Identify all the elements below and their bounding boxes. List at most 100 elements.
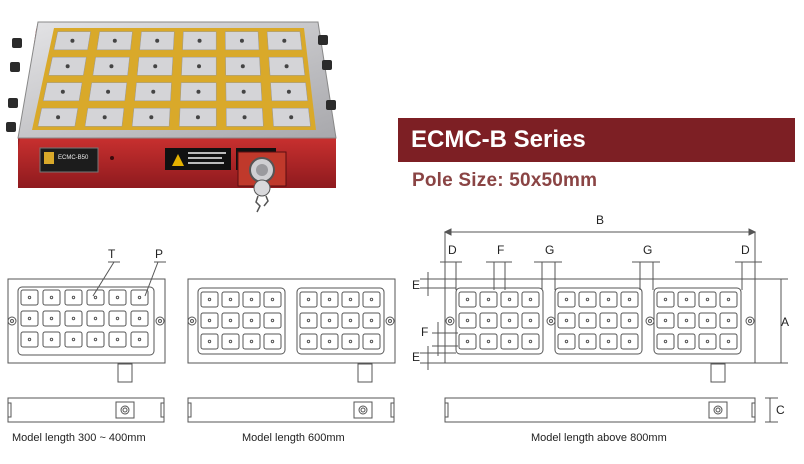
pole-hole [627, 297, 632, 302]
label-t: T [108, 247, 116, 261]
pole-hole [726, 297, 731, 302]
label-e-bottom: E [412, 350, 420, 364]
mounting-hole-center [158, 319, 162, 323]
pole-square [698, 333, 717, 350]
pole-hole [228, 297, 233, 302]
series-title: ECMC-B Series [411, 126, 586, 153]
pole-square [242, 312, 261, 329]
mounting-hole [445, 316, 455, 326]
pole-hole [70, 38, 75, 43]
pole-hole [726, 318, 731, 323]
pole-grid [32, 28, 316, 130]
pole-hole [155, 38, 160, 43]
pole-square [42, 331, 61, 348]
pole-block-large-1 [455, 287, 544, 355]
pole-hole [528, 339, 533, 344]
pole-hole [663, 297, 668, 302]
pole-hole [49, 316, 54, 321]
pole-square [500, 312, 519, 329]
label-d-left: D [448, 243, 457, 257]
top-view-large [444, 278, 756, 364]
caption-small: Model length 300 ~ 400mm [12, 432, 146, 444]
pole-hole [585, 297, 590, 302]
pole-hole [65, 64, 70, 69]
mounting-hole-center [748, 319, 752, 323]
pole-hole [348, 318, 353, 323]
pole-hole [71, 337, 76, 342]
pole-square [108, 289, 127, 306]
pole-hole [196, 89, 201, 94]
pole-square [86, 310, 105, 327]
pole-hole [369, 318, 374, 323]
pole-hole [241, 89, 246, 94]
pole-square [698, 291, 717, 308]
pole-square [64, 289, 83, 306]
mounting-hole [385, 316, 395, 326]
pole-hole [56, 115, 61, 120]
pole-square [479, 333, 498, 350]
pole-hole [507, 297, 512, 302]
pole-block-medium-left [197, 287, 286, 355]
pole-square [242, 333, 261, 350]
pole-hole [270, 318, 275, 323]
pole-hole [242, 115, 247, 120]
label-e-top: E [412, 278, 420, 292]
pole-hole [137, 295, 142, 300]
pole-hole [284, 64, 289, 69]
mounting-hole [7, 316, 17, 326]
pole-hole [585, 339, 590, 344]
label-p: P [155, 247, 163, 261]
pole-square [221, 312, 240, 329]
pole-square [341, 291, 360, 308]
pole-hole [705, 339, 710, 344]
pole-square [200, 291, 219, 308]
label-g-left: G [545, 243, 554, 257]
pole-square [108, 331, 127, 348]
pole-hole [115, 295, 120, 300]
connector-chain [255, 195, 269, 213]
pole-square [320, 333, 339, 350]
pole-square [557, 291, 576, 308]
pole-square [200, 333, 219, 350]
side-view-connector [708, 401, 728, 419]
pole-square [320, 291, 339, 308]
pole-hole [106, 89, 111, 94]
top-view-connector [357, 363, 373, 383]
pole-hole [705, 318, 710, 323]
pole-hole [93, 337, 98, 342]
pole-square [362, 333, 381, 350]
pole-square [64, 331, 83, 348]
side-view-body [7, 397, 165, 423]
pole-hole [486, 339, 491, 344]
side-view-connector-center [360, 407, 366, 413]
pole-hole [109, 64, 114, 69]
pole-square [130, 331, 149, 348]
pole-square [458, 312, 477, 329]
pole-grid-frame [32, 28, 316, 130]
pole-hole [207, 318, 212, 323]
pole-hole [239, 38, 244, 43]
pole-hole [486, 297, 491, 302]
mounting-hole-center [10, 319, 14, 323]
caption-medium: Model length 600mm [242, 432, 345, 444]
mounting-hole-center [448, 319, 452, 323]
caption-large: Model length above 800mm [531, 432, 667, 444]
leader-t [92, 261, 115, 297]
pole-hole [93, 316, 98, 321]
top-view-connector [710, 363, 726, 383]
pole-square [20, 289, 39, 306]
pole-hole [726, 339, 731, 344]
pole-hole [507, 339, 512, 344]
pole-hole [486, 318, 491, 323]
pole-hole [528, 318, 533, 323]
pole-hole [249, 339, 254, 344]
pole-hole [112, 38, 117, 43]
pole-hole [115, 316, 120, 321]
side-view-body [187, 397, 395, 423]
pole-hole [306, 297, 311, 302]
pole-square [656, 291, 675, 308]
pole-square [86, 289, 105, 306]
pole-hole [564, 318, 569, 323]
pole-square [656, 333, 675, 350]
pole-square [108, 310, 127, 327]
